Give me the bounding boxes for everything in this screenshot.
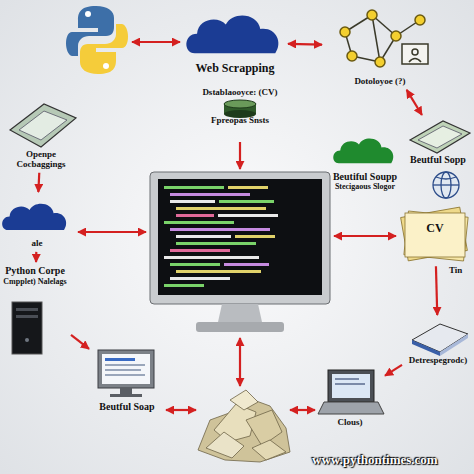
cloud-icon xyxy=(186,15,278,53)
flow-arrow xyxy=(288,43,322,46)
laptop-icon xyxy=(318,370,384,414)
network-node: Dotoloyoe (?) xyxy=(325,5,435,87)
document-node: CV xyxy=(400,200,470,263)
cloud-icon xyxy=(2,204,66,230)
node-label: ale xyxy=(2,239,72,249)
server-tower xyxy=(12,302,42,354)
node-label: Web Scrapping xyxy=(185,62,285,75)
server-node: Python CorpeCmpplet) Nalelags xyxy=(2,265,68,349)
book-node: Beutful Sopp xyxy=(405,118,471,165)
book-node: Openpe Cocbaggings xyxy=(5,100,77,170)
computer-monitor xyxy=(150,172,330,332)
storage-node: Dstablaooyce: (CV) Fpreopas Snsts xyxy=(195,88,285,126)
node-label: Dotoloyoe (?) xyxy=(325,77,435,87)
node-label: Python Corpe xyxy=(2,265,68,276)
book-icon xyxy=(410,121,470,153)
node-label: Detrespegrodc) xyxy=(405,356,471,366)
watermark: www.pythontimes.com xyxy=(312,453,438,467)
cloud-node: Beutiful SouppStecigaous Slogor xyxy=(326,135,404,192)
node-label: Openpe Cocbaggings xyxy=(5,150,77,170)
node-label: Beutful Sopp xyxy=(405,154,471,165)
node-label: Fpreopas Snsts xyxy=(195,116,285,126)
note-label: Tin xyxy=(449,266,462,276)
small-monitor xyxy=(98,350,154,397)
crumpled-paper xyxy=(198,390,290,462)
cloud-node: Web Scrapping xyxy=(185,10,285,75)
flow-arrow xyxy=(71,335,89,349)
book-node: Detrespegrodc) xyxy=(405,318,471,366)
flow-arrow xyxy=(407,90,422,115)
flow-arrow xyxy=(436,266,437,315)
laptop-node: Clous) xyxy=(318,368,382,428)
flow-arrow xyxy=(385,365,402,376)
flow-arrow xyxy=(35,252,37,262)
book-icon xyxy=(10,104,76,147)
node-label: CV xyxy=(400,222,470,235)
flow-arrow xyxy=(78,42,396,410)
node-label: Beutiful Soupp xyxy=(326,171,404,182)
book-stack xyxy=(412,324,468,356)
cloud-node: ale xyxy=(2,195,72,249)
flow-arrow xyxy=(37,173,40,192)
node-label: Beutful Soap xyxy=(92,401,162,412)
monitor-node: Beutful Soap xyxy=(92,345,162,412)
node-label: Stecigaous Slogor xyxy=(326,183,404,192)
node-label: Clous) xyxy=(318,418,382,428)
cloud-icon xyxy=(333,139,393,164)
node-label: Cmpplet) Nalelags xyxy=(2,278,68,287)
node-label: Dstablaooyce: (CV) xyxy=(195,88,285,98)
python-logo xyxy=(66,6,128,74)
globe-icon xyxy=(433,172,459,198)
network-icon xyxy=(340,10,428,67)
